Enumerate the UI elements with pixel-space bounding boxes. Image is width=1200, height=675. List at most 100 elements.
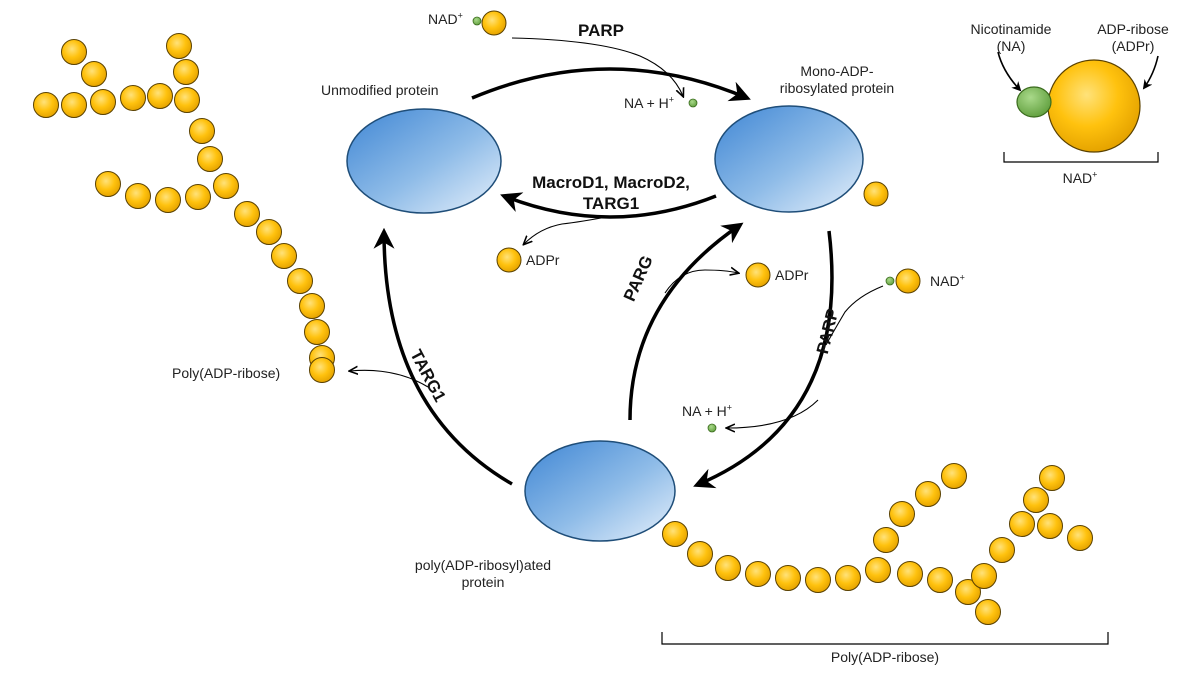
legend-nicotinamide-line2: (NA) bbox=[996, 38, 1026, 54]
adpr-middle-label: ADPr bbox=[775, 267, 809, 283]
adp-ribose-unit bbox=[873, 527, 899, 553]
adp-ribose-unit bbox=[61, 39, 87, 65]
legend-nicotinamide-line1: Nicotinamide bbox=[970, 21, 1052, 37]
adp-ribose-unit bbox=[975, 599, 1001, 625]
adp-ribose-unit bbox=[61, 92, 87, 118]
na-middle-dot bbox=[707, 423, 717, 433]
poly-protein-label-line2: protein bbox=[461, 574, 505, 590]
adpr-release-arrow-left bbox=[524, 215, 613, 244]
adp-ribose-unit bbox=[174, 87, 200, 113]
mono-protein-label-line1: Mono-ADP- bbox=[800, 63, 874, 79]
na-top-dot bbox=[688, 98, 698, 108]
adp-ribose-unit bbox=[299, 293, 325, 319]
adpr-left-label: ADPr bbox=[526, 252, 560, 268]
poly-adp-ribose-bracket-label: Poly(ADP-ribose) bbox=[830, 649, 940, 665]
adp-ribose-unit bbox=[971, 563, 997, 589]
enzyme-macro-line2: TARG1 bbox=[582, 194, 640, 213]
adp-ribose-unit bbox=[897, 561, 923, 587]
adp-ribose-unit bbox=[941, 463, 967, 489]
poly-adpr-bracket bbox=[661, 632, 1109, 645]
nad-right-na-dot bbox=[885, 276, 895, 286]
adp-ribose-unit bbox=[197, 146, 223, 172]
nad-consumption-arrow-top bbox=[511, 37, 683, 96]
nad-right-label: NAD+ bbox=[930, 273, 965, 290]
na-h-top-label: NA + H+ bbox=[624, 95, 674, 112]
adp-ribose-unit bbox=[147, 83, 173, 109]
poly-protein-label-line1: poly(ADP-ribosyl)ated bbox=[414, 557, 552, 573]
adpr-middle-bead bbox=[745, 262, 771, 288]
parg-arrow bbox=[628, 222, 744, 421]
targ1-left-arrow bbox=[373, 227, 513, 486]
nad-bracket bbox=[1003, 152, 1159, 163]
nad-top-text: NAD bbox=[428, 11, 458, 27]
poly-adp-ribose-label: Poly(ADP-ribose) bbox=[172, 365, 281, 381]
adp-ribose-unit bbox=[662, 521, 688, 547]
legend-nicotinamide bbox=[1016, 86, 1052, 118]
enzyme-parp-top: PARP bbox=[578, 21, 624, 40]
adp-ribose-unit bbox=[287, 268, 313, 294]
adp-ribose-unit bbox=[125, 183, 151, 209]
na-h-middle-plus: + bbox=[726, 402, 733, 413]
adp-ribose-unit bbox=[33, 92, 59, 118]
adp-ribose-unit bbox=[1067, 525, 1093, 551]
nad-top-plus: + bbox=[457, 10, 463, 21]
mono-protein-label: Mono-ADP- ribosylated protein bbox=[762, 63, 912, 97]
na-h-middle-label: NA + H+ bbox=[682, 403, 732, 420]
attached-poly-adp-ribose-chain bbox=[662, 463, 1093, 625]
nad-right-adpr-bead bbox=[895, 268, 921, 294]
parp-top-arrow bbox=[471, 67, 751, 102]
nad-top-label: NAD+ bbox=[428, 11, 463, 28]
adp-ribose-unit bbox=[915, 481, 941, 507]
adp-ribose-unit bbox=[95, 171, 121, 197]
enzyme-macro-hydrolases: MacroD1, MacroD2, TARG1 bbox=[500, 172, 722, 214]
legend-adp-ribose-label: ADP-ribose (ADPr) bbox=[1088, 21, 1178, 55]
adp-ribose-unit bbox=[989, 537, 1015, 563]
legend-adp-ribose-line2: (ADPr) bbox=[1111, 38, 1155, 54]
nad-consumption-arrow-right bbox=[825, 285, 884, 346]
legend-adp-ribose-line1: ADP-ribose bbox=[1097, 21, 1169, 37]
adp-ribose-unit bbox=[234, 201, 260, 227]
adp-ribose-unit bbox=[173, 59, 199, 85]
nad-right-plus: + bbox=[959, 272, 965, 283]
adp-ribose-unit bbox=[745, 561, 771, 587]
adp-ribose-unit bbox=[1037, 513, 1063, 539]
unmodified-protein bbox=[346, 108, 502, 214]
adpr-left-bead bbox=[496, 247, 522, 273]
mono-protein-label-line2: ribosylated protein bbox=[779, 80, 895, 96]
mono-adpr-bead bbox=[863, 181, 889, 207]
adp-ribose-unit bbox=[865, 557, 891, 583]
nicotinamide-pointer bbox=[997, 51, 1022, 92]
adp-ribose-unit bbox=[189, 118, 215, 144]
legend-nad-plus: + bbox=[1092, 169, 1098, 180]
adp-ribose-unit bbox=[687, 541, 713, 567]
adp-ribose-unit bbox=[1023, 487, 1049, 513]
free-poly-adp-ribose-chain bbox=[33, 33, 335, 383]
adp-ribose-unit bbox=[155, 187, 181, 213]
legend-nicotinamide-label: Nicotinamide (NA) bbox=[962, 21, 1060, 55]
poly-adpr-release-arrow bbox=[350, 370, 429, 388]
enzyme-macro-line1: MacroD1, MacroD2, bbox=[532, 173, 690, 192]
adp-ribose-unit bbox=[805, 567, 831, 593]
na-h-middle-text: NA + H bbox=[682, 403, 727, 419]
nad-top-na-dot bbox=[472, 16, 482, 26]
adp-ribose-unit bbox=[835, 565, 861, 591]
legend-nad-text: NAD bbox=[1062, 170, 1093, 186]
adp-ribose-unit bbox=[271, 243, 297, 269]
unmodified-protein-label: Unmodified protein bbox=[321, 82, 439, 98]
adp-ribose-unit bbox=[166, 33, 192, 59]
adp-ribose-unit bbox=[1009, 511, 1035, 537]
adp-ribose-unit bbox=[955, 579, 981, 605]
adp-ribose-unit bbox=[304, 319, 330, 345]
legend-adp-ribose-unit bbox=[1047, 59, 1141, 153]
adp-ribose-unit bbox=[90, 89, 116, 115]
adp-ribose-unit bbox=[120, 85, 146, 111]
adp-ribose-unit bbox=[213, 173, 239, 199]
adp-ribose-unit bbox=[185, 184, 211, 210]
adpr-release-arrow-middle bbox=[664, 270, 738, 294]
adp-ribose-unit bbox=[715, 555, 741, 581]
adp-ribose-unit bbox=[775, 565, 801, 591]
adp-ribose-unit bbox=[81, 61, 107, 87]
poly-protein-label: poly(ADP-ribosyl)ated protein bbox=[388, 557, 578, 591]
adp-ribose-unit bbox=[889, 501, 915, 527]
